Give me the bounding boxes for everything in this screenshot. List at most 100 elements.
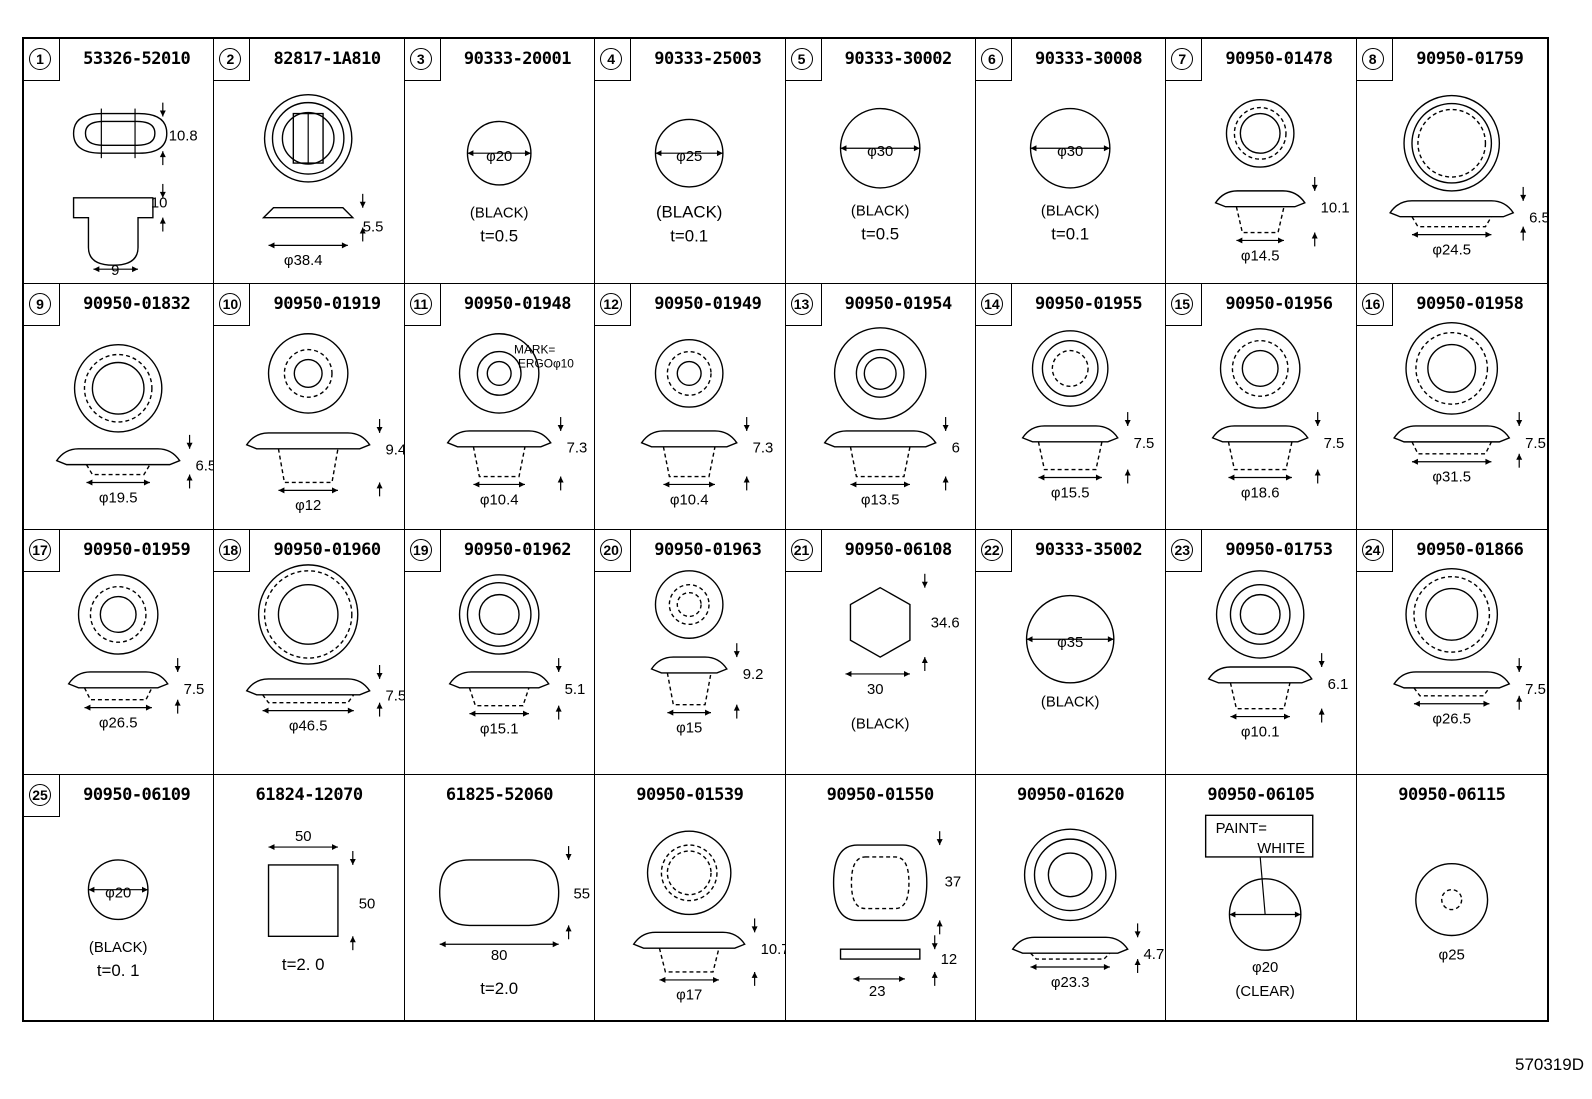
part-number: 90950-01620	[1017, 784, 1125, 805]
part-drawing: φ25(BLACK)t=0.1	[654, 118, 724, 245]
top-view-ring	[264, 569, 353, 659]
part-number: 90950-01963	[654, 539, 762, 560]
arrow-head	[1311, 232, 1318, 239]
side-view-flange	[262, 207, 355, 219]
side-view-body	[1235, 206, 1285, 234]
arrow-head	[132, 266, 139, 273]
side-view-body	[1410, 441, 1492, 455]
arrow-head	[913, 145, 920, 152]
arrow-head	[1107, 635, 1114, 642]
part-number: 90950-06115	[1398, 784, 1506, 805]
side-view-body	[262, 693, 355, 703]
part-index: 20	[600, 538, 623, 561]
dimension-label: 7.3	[566, 441, 587, 457]
part-number: 90950-01948	[463, 294, 572, 315]
dimension-label: 7.5	[1134, 436, 1155, 452]
thickness-label: t=0.5	[861, 224, 899, 243]
part-index: 11	[409, 293, 432, 316]
part-index-box: 5	[785, 39, 822, 81]
dimension-label: φ14.5	[1241, 248, 1280, 264]
arrow-head	[1318, 708, 1325, 715]
dimension-label: φ13.5	[860, 493, 899, 509]
side-view-flange	[448, 670, 550, 689]
top-view-ring	[1031, 330, 1109, 408]
dimension-label: 34.6	[930, 615, 959, 631]
outline-circle	[264, 94, 353, 183]
arrow-head	[1124, 469, 1131, 476]
arrow-head	[936, 838, 943, 845]
side-view-flange	[823, 430, 937, 448]
arrow-head	[1124, 420, 1131, 427]
arrow-head	[376, 427, 383, 434]
part-number: 90333-30008	[1035, 49, 1143, 69]
color-note: (BLACK)	[656, 203, 722, 222]
part-number: 90950-01955	[1035, 294, 1143, 315]
arrow-head	[278, 487, 285, 494]
dimension-label: 9.4	[386, 443, 404, 459]
part-index: 8	[1361, 48, 1384, 70]
part-index-box: 1	[24, 39, 60, 81]
arrow-head	[360, 227, 367, 234]
part-index-box: 20	[595, 529, 632, 572]
arrow-head	[844, 670, 851, 677]
part-index-box: 25	[24, 774, 60, 817]
part-number: 90950-06108	[844, 539, 953, 560]
arrow-head	[743, 476, 750, 483]
part-number: 90333-20001	[463, 49, 572, 69]
clip-top-oval	[72, 112, 168, 154]
arrow-head	[1103, 145, 1110, 152]
dimension-label: 10	[151, 196, 168, 212]
dimension-label: 37	[944, 874, 961, 890]
arrow-head	[1026, 635, 1033, 642]
top-view-ring	[1241, 350, 1279, 388]
arrow-head	[174, 665, 181, 672]
dimension-label: 7.5	[1324, 436, 1345, 452]
dimension-label: φ15.1	[480, 721, 519, 737]
side-view-body	[1228, 441, 1293, 471]
color-note: (BLACK)	[850, 716, 909, 732]
top-view-ring	[1231, 340, 1289, 398]
arrow-head	[1314, 420, 1321, 427]
arrow-head	[439, 941, 446, 947]
dimension-label: 10.7	[761, 942, 785, 958]
dimension-label: φ10.4	[670, 493, 709, 509]
arrow-head	[1485, 231, 1492, 238]
top-view-ring	[91, 362, 145, 416]
color-note: (BLACK)	[1041, 204, 1100, 220]
part-drawing: φ35(BLACK)	[1025, 594, 1115, 710]
part-index: 9	[29, 293, 51, 316]
side-view-flange	[632, 931, 746, 949]
part-index-box: 3	[404, 39, 441, 81]
arrow-head	[332, 843, 339, 850]
part-drawing: 9.4φ12	[246, 333, 404, 514]
arrow-head	[159, 151, 166, 158]
top-view-ring	[99, 595, 137, 633]
part-drawing: φ30(BLACK)t=0.1	[1029, 107, 1111, 243]
arrow-head	[552, 941, 559, 947]
color-note: (BLACK)	[89, 940, 148, 956]
plug-circle	[1414, 862, 1488, 936]
arrow-head	[1515, 665, 1522, 672]
side-view-body	[1413, 686, 1490, 697]
top-view-ring	[486, 361, 512, 387]
part-number: 90333-25003	[654, 49, 762, 69]
side-view-body	[658, 947, 720, 973]
part-number: 90950-01550	[826, 784, 935, 805]
arrow-head	[524, 150, 531, 157]
side-view-body	[468, 687, 530, 706]
part-index: 21	[790, 538, 813, 561]
clip-inner-oval	[84, 120, 156, 146]
arrow-head	[751, 926, 758, 933]
arrow-head	[655, 150, 662, 157]
dimension-label: 10.1	[1321, 201, 1350, 217]
arrow-head	[342, 242, 349, 249]
side-view-flange	[1392, 425, 1510, 443]
